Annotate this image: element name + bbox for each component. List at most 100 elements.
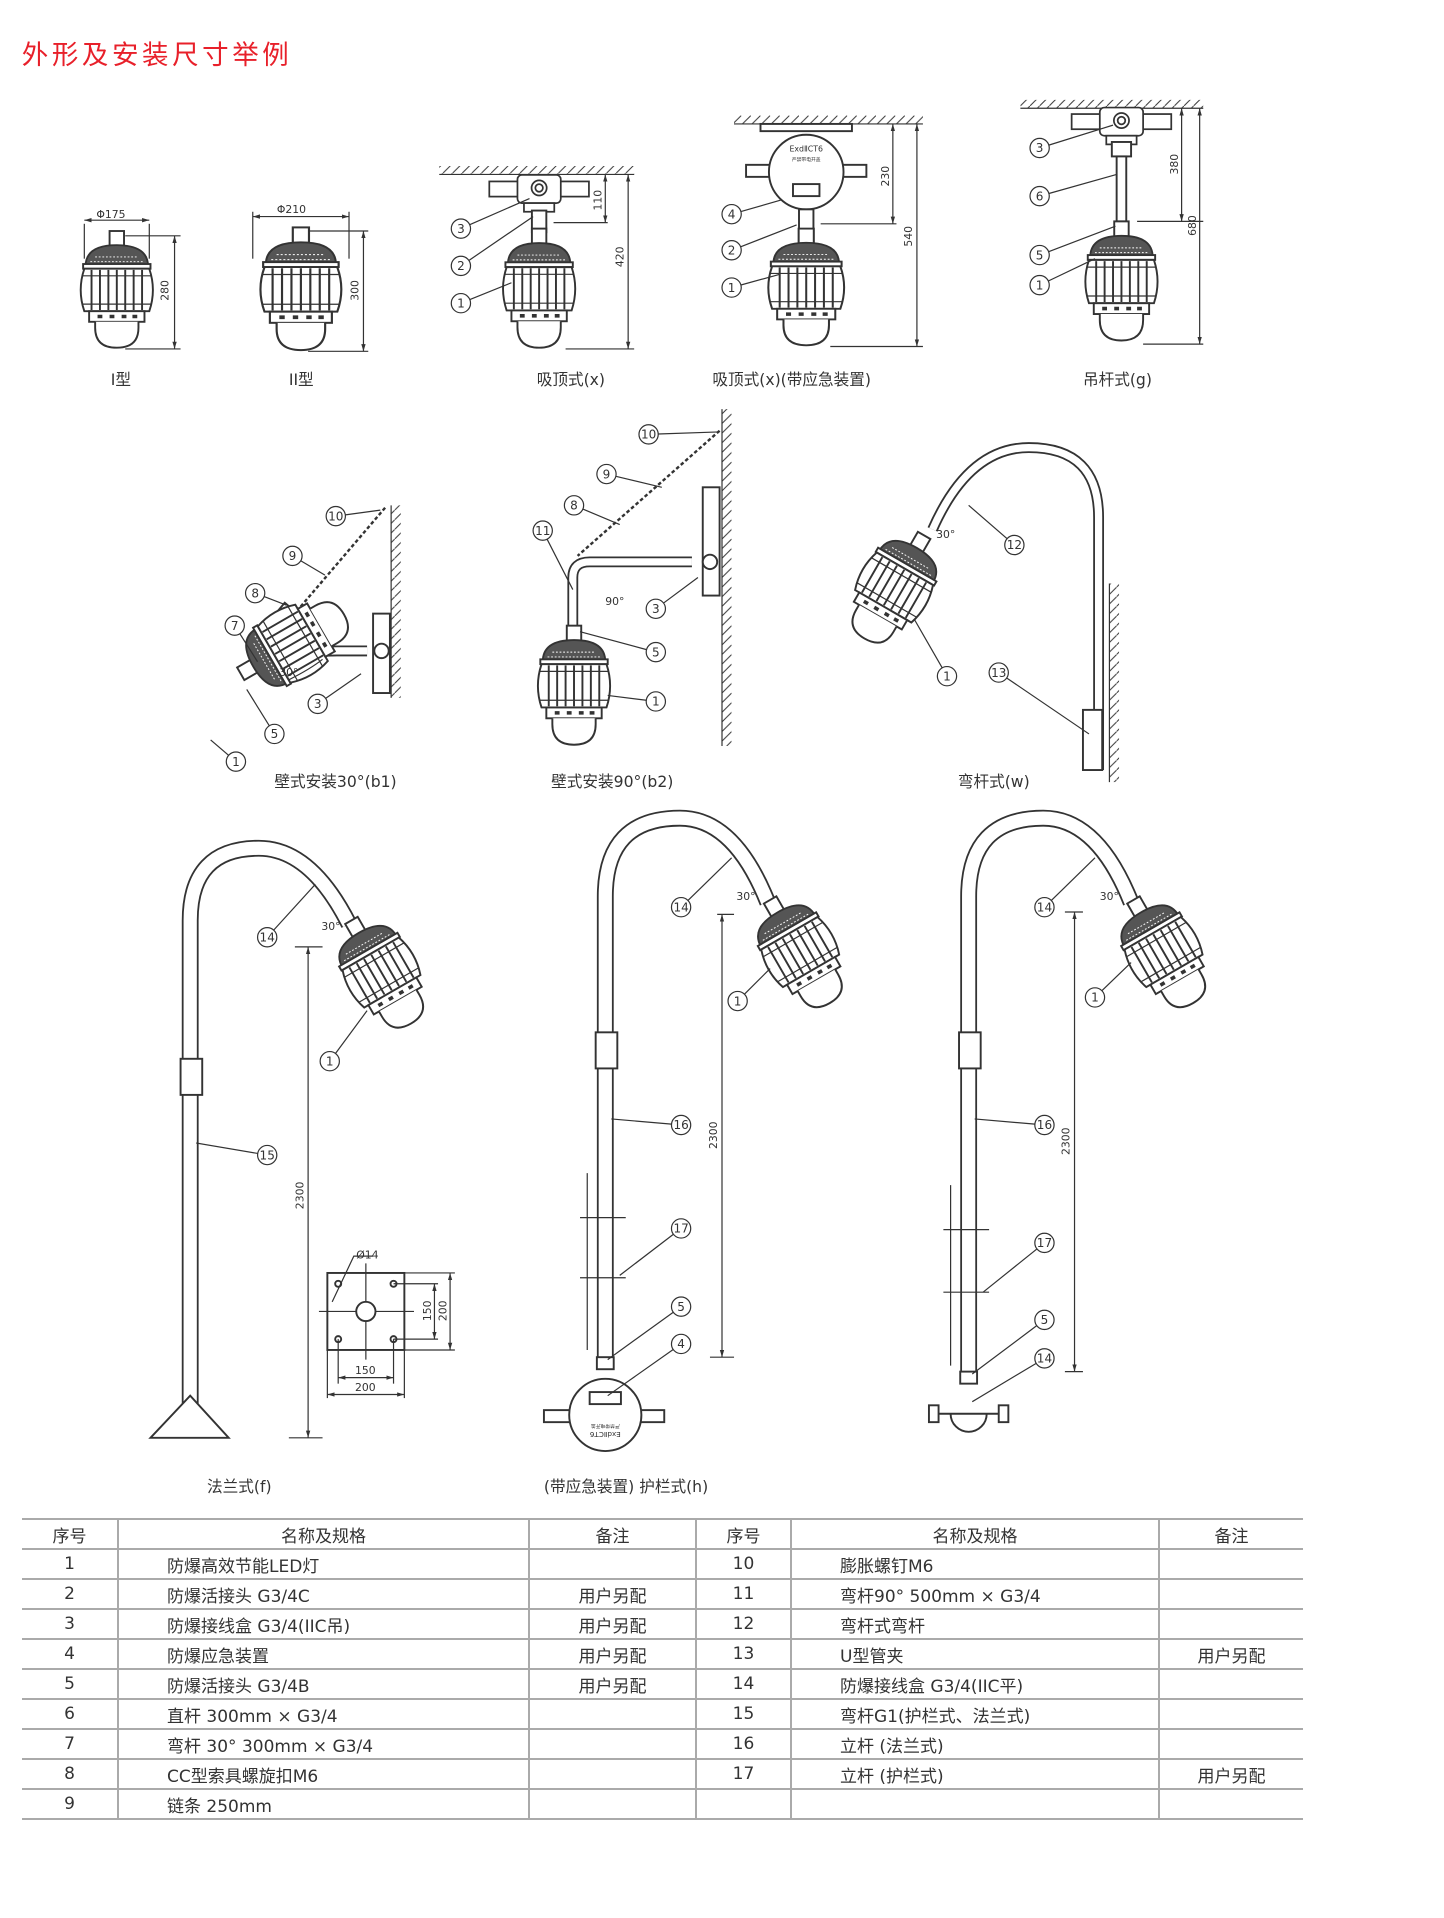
callout-number: 1 [734, 994, 742, 1008]
cell-note [528, 1548, 696, 1580]
callouts-flange: 14 1 15 [196, 883, 368, 1166]
callout-flange-0: 14 [256, 883, 316, 948]
cell-no: 2 [22, 1578, 118, 1610]
callout-number: 1 [326, 1054, 334, 1068]
cell-name2: U型管夹 [790, 1638, 1159, 1670]
cell-name2: 弯杆G1(护栏式、法兰式) [790, 1698, 1159, 1730]
callout-circle [325, 505, 347, 527]
callout-circle [1034, 1309, 1055, 1331]
callout-number: 1 [652, 695, 660, 709]
callout-circle [307, 693, 328, 715]
leader-line [263, 596, 287, 606]
angle-label: 30° [736, 890, 755, 903]
callout-guardrail-0: 14 [1034, 857, 1096, 918]
leader-line [663, 577, 699, 604]
box-marking: ExdⅡCT6 [789, 145, 823, 154]
leader-line [300, 560, 326, 576]
callout-number: 5 [271, 727, 279, 741]
callouts-ceiling_emergency: 421 [721, 199, 797, 298]
cell-note2: 用户另配 [1158, 1638, 1303, 1670]
callout-wall30-1: 9 [282, 545, 326, 576]
callout-bent_pole-0: 12 [968, 504, 1025, 556]
callout-number: 1 [1036, 278, 1044, 292]
leader-line [687, 857, 733, 901]
callout-circle [670, 1333, 692, 1355]
table-header: 序号 名称及规格 备注 序号 名称及规格 备注 [22, 1518, 1303, 1550]
callout-circle [721, 277, 742, 298]
callout-number: 6 [1036, 189, 1044, 203]
callout-circle [596, 463, 617, 485]
callout-circle [1034, 1114, 1055, 1136]
angle-label: 30° [1100, 890, 1119, 903]
diagram-ceiling-emergency: ExdⅡCT6 严禁带电开盖 230 540 421 吸顶式(x)(带应急装置) [712, 115, 923, 389]
callout-number: 4 [677, 1337, 685, 1351]
callout-number: 1 [1091, 991, 1099, 1005]
callout-wall30-3: 7 [224, 615, 259, 663]
leader-line [579, 631, 647, 651]
cell-name2: 弯杆式弯杆 [790, 1608, 1159, 1640]
callout-number: 9 [289, 549, 297, 563]
dim-200-v: 200 [436, 1300, 449, 1321]
callout-flange-2: 15 [196, 1142, 278, 1166]
cell-no2: 17 [695, 1758, 791, 1790]
dim-150-v: 150 [421, 1300, 434, 1321]
callout-circle [319, 1050, 340, 1072]
header-note-2: 备注 [1158, 1518, 1303, 1550]
callout-number: 5 [652, 645, 660, 659]
callout-circle [224, 615, 245, 636]
leader-line [971, 1362, 1037, 1403]
callout-ceiling_emergency-0: 4 [721, 199, 783, 225]
callout-guardrail_emergency-4: 5 [607, 1296, 692, 1361]
callout-number: 9 [603, 467, 611, 481]
callout-circle [256, 1144, 278, 1166]
cell-no2: 13 [695, 1638, 791, 1670]
leader-line [1101, 962, 1132, 992]
callout-ceiling-2: 1 [450, 282, 512, 314]
callout-flange-1: 1 [319, 1010, 368, 1072]
callout-circle [1034, 1232, 1055, 1254]
callout-wall90-4: 3 [645, 577, 699, 620]
cell-no: 7 [22, 1728, 118, 1760]
callout-circle [450, 292, 472, 314]
leader-line [469, 197, 530, 226]
callout-circle [645, 641, 667, 663]
dim-110: 110 [592, 190, 605, 211]
callout-guardrail_emergency-5: 4 [607, 1333, 692, 1397]
callouts-ceiling: 321 [450, 197, 534, 314]
callout-number: 14 [673, 900, 688, 914]
leader-line [246, 689, 270, 727]
callout-number: 10 [328, 509, 343, 523]
caption: 吊杆式(g) [1083, 370, 1152, 389]
callout-ceiling_emergency-1: 2 [721, 224, 797, 261]
cell-no2: 12 [695, 1608, 791, 1640]
dim-diameter: Φ210 [277, 203, 306, 216]
callout-number: 3 [652, 602, 660, 616]
callout-number: 2 [728, 243, 736, 257]
header-no-2: 序号 [695, 1518, 791, 1550]
leader-line [210, 739, 230, 756]
leader-line [1006, 677, 1090, 735]
leader-line [740, 199, 783, 213]
callout-number: 16 [1037, 1118, 1052, 1132]
callout-number: 12 [1007, 538, 1022, 552]
callout-number: 1 [943, 669, 951, 683]
callout-guardrail_emergency-1: 1 [727, 968, 771, 1012]
callout-number: 3 [1036, 141, 1044, 155]
callout-circle [1004, 534, 1025, 556]
caption: 壁式安装30°(b1) [274, 772, 396, 791]
callout-circle [225, 751, 247, 772]
cell-no2 [695, 1788, 791, 1820]
dim-2300: 2300 [293, 1182, 306, 1210]
leader-line [615, 475, 662, 488]
callout-circle [988, 662, 1009, 683]
box-warning: 严禁带电开盖 [591, 1423, 620, 1430]
caption: 吸顶式(x)(带应急装置) [712, 370, 871, 389]
